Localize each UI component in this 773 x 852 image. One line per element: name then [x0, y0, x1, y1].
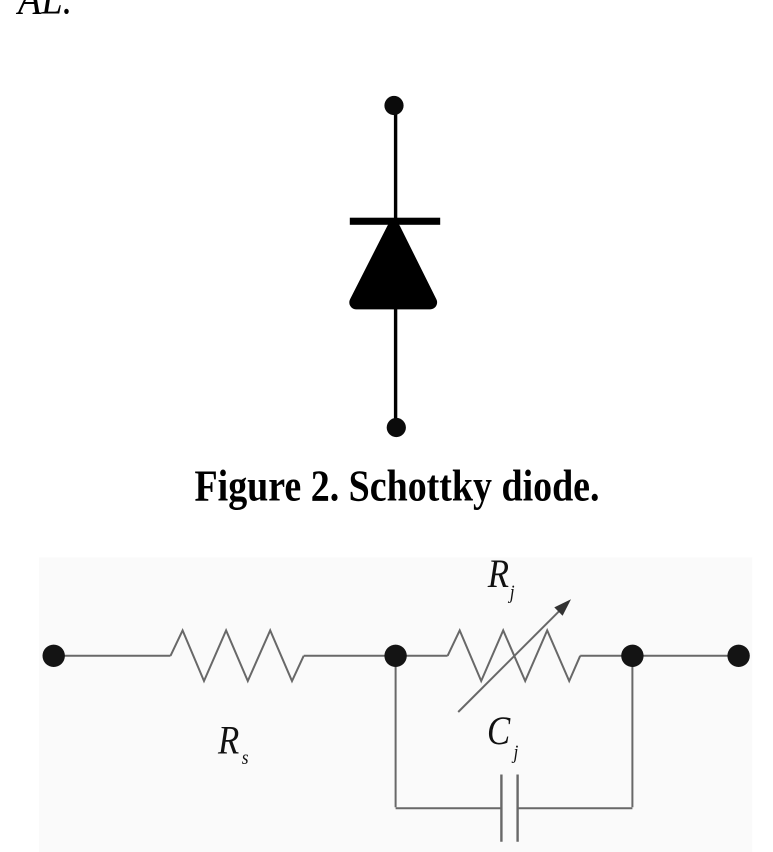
svg-text:s: s: [242, 747, 249, 769]
svg-text:j: j: [512, 741, 519, 763]
svg-text:Figure 2. Schottky diode.: Figure 2. Schottky diode.: [195, 462, 600, 511]
svg-text:R: R: [487, 553, 509, 597]
svg-text:AL.: AL.: [15, 0, 72, 23]
svg-text:C: C: [487, 710, 511, 754]
svg-text:j: j: [508, 581, 515, 603]
svg-text:R: R: [217, 719, 239, 763]
